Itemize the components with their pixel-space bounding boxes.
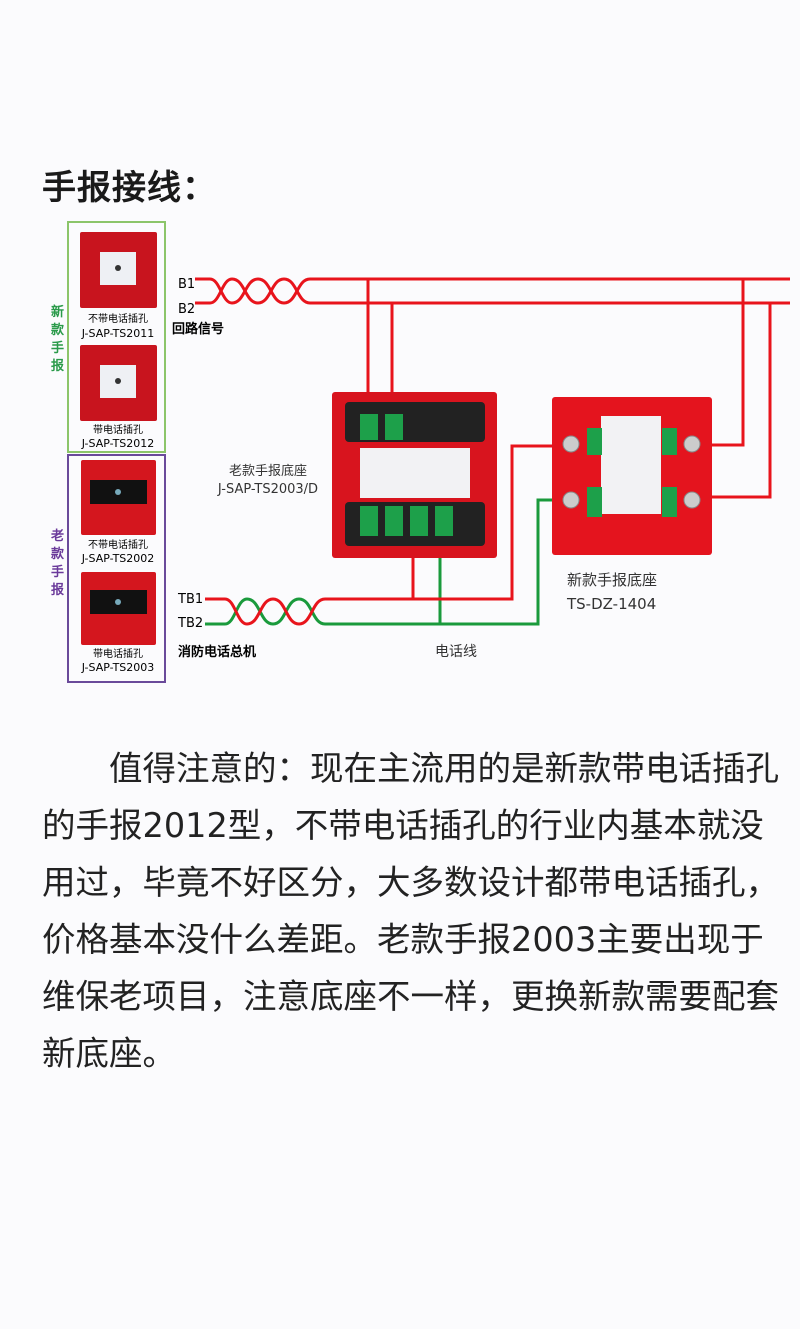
device-ts2002: 不带电话插孔 J-SAP-TS2002 <box>81 460 156 565</box>
note-paragraph: 值得注意的：现在主流用的是新款带电话插孔的手报2012型，不带电话插孔的行业内基… <box>42 749 779 1073</box>
phone-wires <box>205 444 552 626</box>
new-base: 新款手报底座 TS-DZ-1404 <box>552 397 712 613</box>
device-model: J-SAP-TS2012 <box>81 437 155 450</box>
device-model: J-SAP-TS2011 <box>81 327 155 340</box>
old-base-model: J-SAP-TS2003/D <box>217 482 318 497</box>
device-label: 不带电话插孔 <box>88 312 148 325</box>
new-group-box <box>67 221 166 453</box>
device-label: 不带电话插孔 <box>88 538 148 551</box>
b1-label: B1 <box>178 277 195 292</box>
device-model: J-SAP-TS2003 <box>81 661 155 674</box>
phone-line-label: 电话线 <box>435 644 477 660</box>
loop-signal-label: 回路信号 <box>172 321 224 337</box>
old-group-box <box>67 454 166 683</box>
wiring-diagram: 新款手报 老款手报 不带电话插孔 J-SAP-TS2011 带电话插孔 J-SA… <box>50 221 790 683</box>
device-label: 带电话插孔 <box>93 423 143 436</box>
old-base: 老款手报底座 J-SAP-TS2003/D <box>217 392 497 558</box>
device-label: 带电话插孔 <box>93 647 143 660</box>
device-ts2012: 带电话插孔 J-SAP-TS2012 <box>80 345 157 450</box>
b2-label: B2 <box>178 302 195 317</box>
new-base-model: TS-DZ-1404 <box>566 595 656 613</box>
tb2-label: TB2 <box>177 616 203 631</box>
loop-signal-wires <box>195 277 790 499</box>
device-ts2011: 不带电话插孔 J-SAP-TS2011 <box>80 232 157 340</box>
group-old-label: 老款手报 <box>50 528 65 598</box>
new-base-label: 新款手报底座 <box>567 571 657 589</box>
old-base-label: 老款手报底座 <box>229 463 307 479</box>
tb1-label: TB1 <box>177 592 203 607</box>
device-ts2003: 带电话插孔 J-SAP-TS2003 <box>81 572 156 674</box>
device-model: J-SAP-TS2002 <box>81 552 155 565</box>
phone-host-label: 消防电话总机 <box>178 644 256 660</box>
group-new-label: 新款手报 <box>51 304 65 374</box>
page-title: 手报接线： <box>42 168 217 208</box>
